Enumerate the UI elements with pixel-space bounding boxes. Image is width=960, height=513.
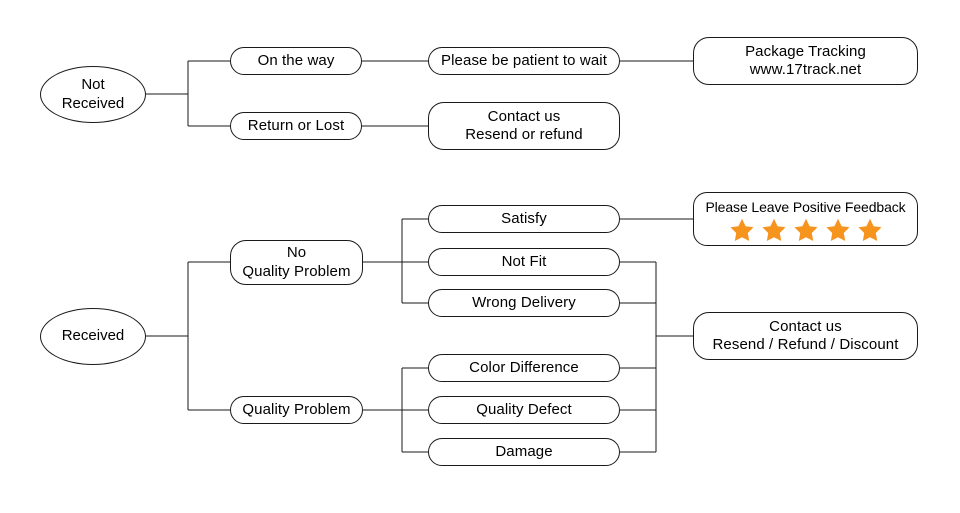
node-package-tracking-url: www.17track.net (749, 61, 862, 78)
star-icon[interactable] (762, 218, 786, 241)
node-not-received-label-line2: Received (61, 94, 125, 112)
node-return-or-lost-label: Return or Lost (247, 116, 345, 134)
node-quality-problem[interactable]: Quality Problem (230, 396, 363, 424)
star-icon[interactable] (794, 218, 818, 241)
node-package-tracking-line1: Package Tracking (745, 42, 866, 60)
node-damage-label: Damage (495, 442, 553, 460)
node-on-the-way-label: On the way (257, 51, 335, 69)
node-quality-problem-label: Quality Problem (242, 400, 351, 418)
node-contact-us-discount-line2: Resend / Refund / Discount (712, 336, 899, 353)
node-not-fit-label: Not Fit (501, 252, 547, 270)
node-damage[interactable]: Damage (428, 438, 620, 466)
node-contact-us-resend-refund-line2: Resend or refund (465, 126, 583, 143)
node-not-received-label-line1: Not (81, 76, 105, 94)
node-please-be-patient-label: Please be patient to wait (441, 51, 607, 69)
feedback-prompt-label: Please Leave Positive Feedback (705, 199, 906, 215)
node-contact-us-resend-refund[interactable]: Contact us Resend or refund (428, 102, 620, 150)
node-no-quality-problem-line2: Quality Problem (242, 262, 351, 280)
node-not-fit[interactable]: Not Fit (428, 248, 620, 276)
node-not-received[interactable]: Not Received (40, 66, 146, 123)
node-please-be-patient[interactable]: Please be patient to wait (428, 47, 620, 75)
node-received[interactable]: Received (40, 308, 146, 365)
node-contact-us-resend-refund-line1: Contact us (487, 107, 561, 125)
star-icon[interactable] (826, 218, 850, 241)
node-satisfy-label: Satisfy (501, 209, 547, 227)
star-icon[interactable] (858, 218, 882, 241)
node-no-quality-problem-line1: No (286, 244, 307, 262)
node-color-difference[interactable]: Color Difference (428, 354, 620, 382)
node-received-label: Received (61, 327, 125, 345)
node-positive-feedback[interactable]: Please Leave Positive Feedback (693, 192, 918, 246)
node-on-the-way[interactable]: On the way (230, 47, 362, 75)
node-quality-defect[interactable]: Quality Defect (428, 396, 620, 424)
node-satisfy[interactable]: Satisfy (428, 205, 620, 233)
node-wrong-delivery-label: Wrong Delivery (472, 293, 576, 311)
star-rating[interactable] (730, 218, 882, 241)
node-package-tracking[interactable]: Package Tracking www.17track.net (693, 37, 918, 85)
node-wrong-delivery[interactable]: Wrong Delivery (428, 289, 620, 317)
node-quality-defect-label: Quality Defect (476, 400, 572, 418)
star-icon[interactable] (730, 218, 754, 241)
node-color-difference-label: Color Difference (469, 358, 579, 376)
node-return-or-lost[interactable]: Return or Lost (230, 112, 362, 140)
node-contact-us-discount[interactable]: Contact us Resend / Refund / Discount (693, 312, 918, 360)
node-no-quality-problem[interactable]: No Quality Problem (230, 240, 363, 285)
node-contact-us-discount-line1: Contact us (769, 317, 842, 335)
